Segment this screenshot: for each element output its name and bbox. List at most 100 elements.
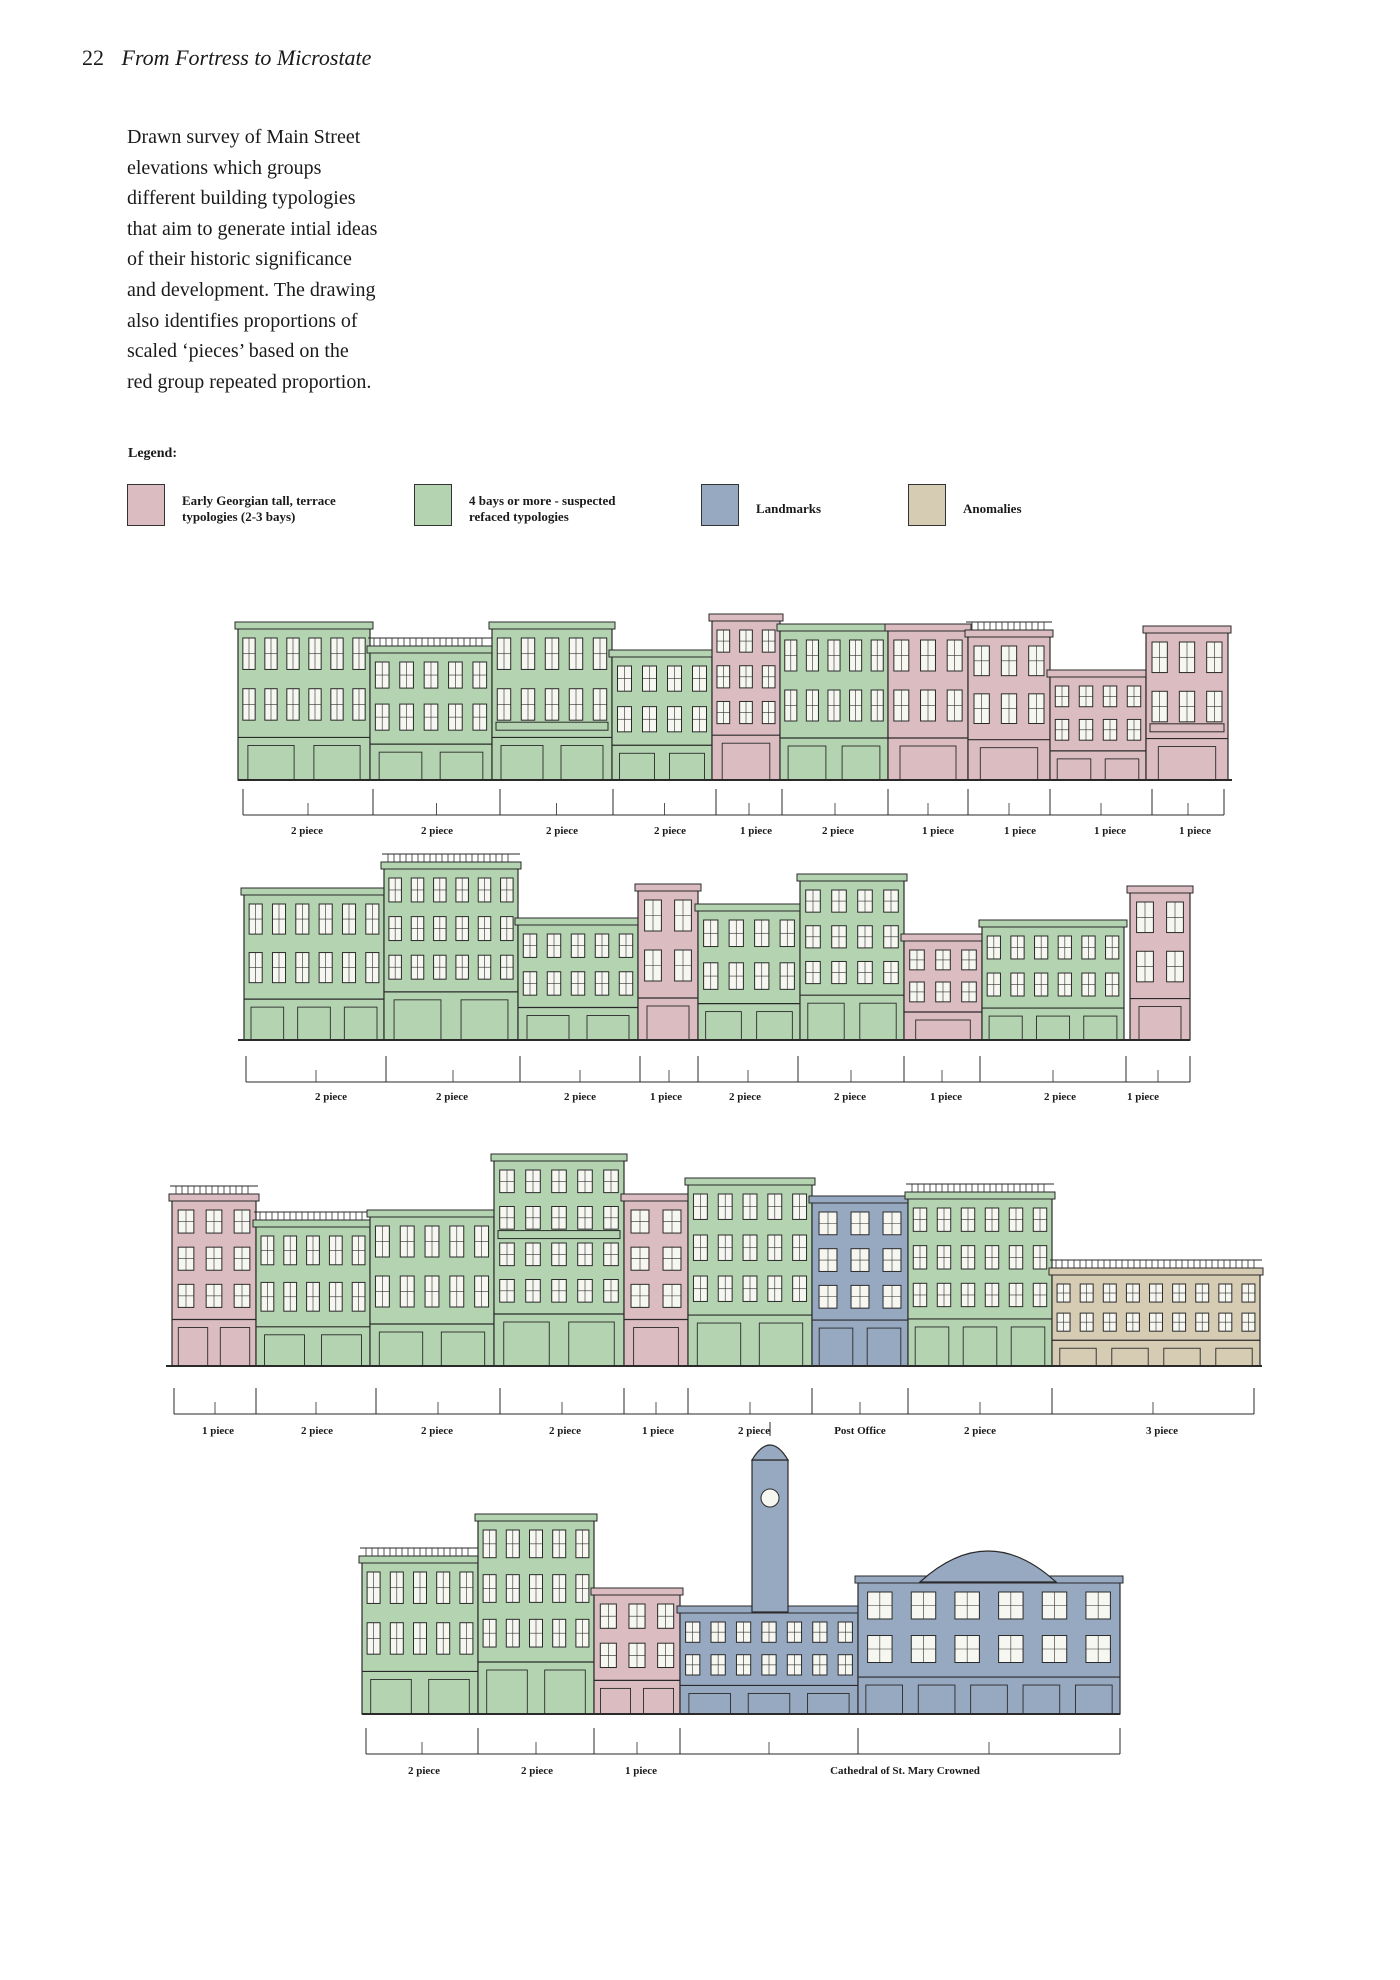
legend-label-line: 4 bays or more - suspected	[469, 493, 616, 508]
legend-label: Landmarks	[756, 501, 821, 517]
caption-line: scaled ‘pieces’ based on the	[127, 340, 349, 363]
balcony	[495, 721, 609, 731]
legend-label: 4 bays or more - suspected refaced typol…	[469, 493, 616, 525]
cathedral-pediment-arch	[918, 1550, 1058, 1583]
cornice	[358, 1555, 482, 1564]
scale-label: 2 piece	[436, 1091, 468, 1103]
cornice	[904, 1191, 1056, 1200]
building-facade	[168, 1185, 260, 1367]
legend-label-line: Anomalies	[963, 501, 1022, 516]
building-facade	[676, 1605, 862, 1715]
legend-label-line: Early Georgian tall, terrace	[182, 493, 336, 508]
scale-bar-row-2: 2 piece 2 piece 2 piece 1 piece 2 piece 2 pie…	[245, 1056, 1191, 1103]
cornice	[694, 903, 804, 912]
scale-label: 2 piece	[1044, 1091, 1076, 1103]
scale-label: 1 piece	[922, 825, 954, 837]
tower-dome	[750, 1444, 790, 1461]
cornice	[884, 623, 972, 632]
caption-line: elevations which groups	[127, 156, 322, 179]
building-facade	[884, 623, 972, 781]
building-facade	[776, 623, 892, 781]
building-facade	[366, 637, 496, 781]
scale-label: 1 piece	[1179, 825, 1211, 837]
caption-line: red group repeated proportion.	[127, 370, 372, 393]
legend-swatch-tan	[908, 484, 946, 526]
legend-label-line: typologies (2-3 bays)	[182, 509, 296, 524]
scale-label: 1 piece	[1094, 825, 1126, 837]
scale-label: 2 piece	[738, 1425, 770, 1437]
caption-line: and development. The drawing	[127, 278, 376, 301]
scale-label: 2 piece	[729, 1091, 761, 1103]
clock-tower	[751, 1459, 789, 1613]
cornice	[708, 613, 784, 622]
scale-label: 2 piece	[521, 1765, 553, 1777]
building-facade	[380, 853, 522, 1041]
cornice	[634, 883, 702, 892]
legend-swatch-blue	[701, 484, 739, 526]
scale-label: 2 piece	[421, 825, 453, 837]
scale-label: 3 piece	[1146, 1425, 1178, 1437]
building-facade	[366, 1209, 498, 1367]
building-facade	[904, 1183, 1056, 1367]
building-facade	[252, 1211, 374, 1367]
cornice	[1048, 1267, 1264, 1276]
caption-line: different building typologies	[127, 187, 356, 210]
scale-label: 1 piece	[625, 1765, 657, 1777]
building-facade	[358, 1547, 482, 1715]
caption-line: also identifies proportions of	[127, 309, 358, 332]
facade-wall	[981, 925, 1125, 1041]
scale-label: 2 piece	[315, 1091, 347, 1103]
legend-label: Anomalies	[963, 501, 1022, 517]
cornice	[1142, 625, 1232, 634]
facade-wall	[383, 867, 519, 1041]
building-facade	[234, 621, 374, 781]
building-facade	[796, 873, 908, 1041]
scale-label: 2 piece	[834, 1091, 866, 1103]
cornice	[474, 1513, 598, 1522]
legend-swatch-green	[414, 484, 452, 526]
scale-label: 1 piece	[1004, 825, 1036, 837]
scale-label: 2 piece	[301, 1425, 333, 1437]
cornice	[808, 1195, 912, 1204]
building-facade	[240, 887, 388, 1041]
cornice	[234, 621, 374, 630]
building-facade	[854, 1575, 1124, 1715]
building-facade	[620, 1193, 692, 1367]
building-facade	[964, 621, 1054, 781]
running-title: From Fortress to Microstate	[121, 45, 372, 70]
scale-label: Cathedral of St. Mary Crowned	[830, 1765, 980, 1777]
building-facade	[900, 933, 986, 1041]
scale-label: 1 piece	[650, 1091, 682, 1103]
legend-label: Early Georgian tall, terrace typologies …	[182, 493, 336, 525]
figure-caption: Drawn survey of Main Street elevations w…	[127, 122, 427, 397]
building-facade	[708, 613, 784, 781]
cornice	[684, 1177, 816, 1186]
facade-wall	[857, 1581, 1121, 1715]
scale-label: Post Office	[834, 1425, 886, 1437]
building-facade	[808, 1195, 912, 1367]
cornice	[240, 887, 388, 896]
scale-label: 2 piece	[549, 1425, 581, 1437]
facade-wall	[243, 893, 385, 1041]
legend-label-line: Landmarks	[756, 501, 822, 516]
scale-label: 2 piece	[408, 1765, 440, 1777]
cornice	[776, 623, 892, 632]
building-facade	[474, 1513, 598, 1715]
building-facade	[608, 649, 716, 781]
tower-clock-face	[760, 1488, 780, 1508]
legend-label-line: refaced typologies	[469, 509, 569, 524]
building-facade	[1126, 885, 1194, 1041]
caption-line: Drawn survey of Main Street	[127, 126, 361, 148]
scale-label: 1 piece	[642, 1425, 674, 1437]
facade-wall	[907, 1197, 1053, 1367]
caption-line: that aim to generate intial ideas	[127, 217, 378, 240]
facade-wall	[237, 627, 371, 781]
scale-label: 1 piece	[930, 1091, 962, 1103]
legend-title: Legend:	[128, 446, 177, 461]
caption-line: of their historic significance	[127, 248, 352, 271]
balcony	[497, 1230, 621, 1240]
scale-label: 2 piece	[546, 825, 578, 837]
scale-label: 2 piece	[421, 1425, 453, 1437]
